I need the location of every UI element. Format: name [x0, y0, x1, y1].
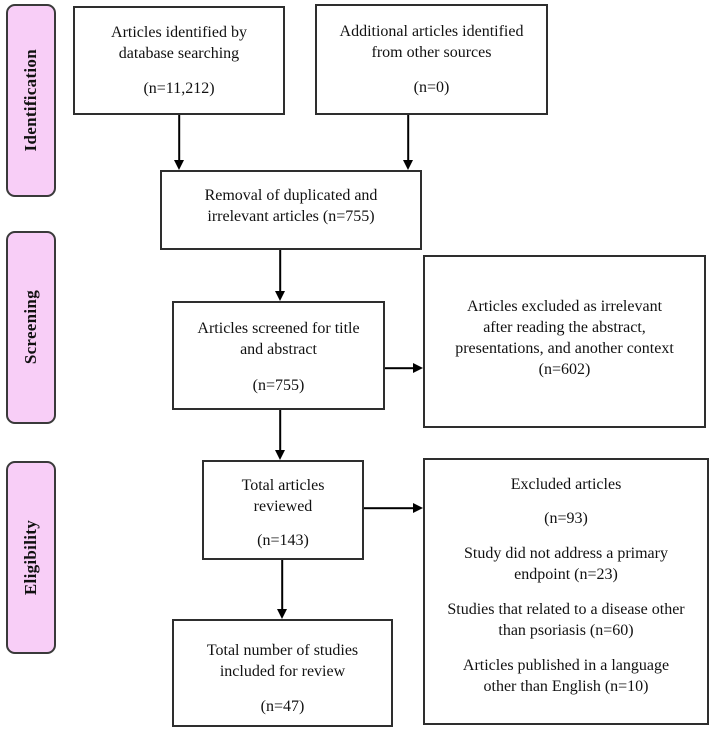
stage-screening-label: Screening: [21, 290, 40, 365]
arrow-additional-to-removal: [402, 115, 414, 170]
right-arrowhead-icon: [413, 363, 423, 373]
arrow-identified-to-removal: [173, 115, 185, 170]
box-additional-articles-text: Additional articles identified from othe…: [339, 23, 524, 61]
down-arrowhead-icon: [403, 160, 413, 170]
box-included-studies-count: (n=47): [260, 698, 305, 715]
box-excluded-irrelevant-text: Articles excluded as irrelevant after re…: [455, 298, 674, 357]
arrow-removal-to-screened: [274, 250, 286, 301]
box-excluded-articles-reason-language: Articles published in a language other t…: [462, 657, 670, 695]
arrow-shaft: [385, 367, 415, 369]
box-excluded-articles-reason-endpoint: Study did not address a primary endpoint…: [464, 545, 668, 583]
box-removal-duplicates-text: Removal of duplicated and irrelevant art…: [204, 187, 378, 225]
arrow-shaft: [407, 115, 409, 162]
box-included-studies: Total number of studies included for rev…: [172, 619, 393, 727]
box-screened-title-abstract: Articles screened for title and abstract…: [172, 301, 385, 410]
box-excluded-articles-title: Excluded articles: [510, 476, 622, 493]
arrow-shaft: [178, 115, 180, 162]
box-additional-articles: Additional articles identified from othe…: [315, 4, 548, 115]
stage-identification-label: Identification: [21, 49, 40, 152]
down-arrowhead-icon: [277, 609, 287, 619]
arrow-screened-to-reviewed: [274, 410, 286, 460]
box-excluded-irrelevant-count: (n=602): [538, 361, 591, 378]
arrow-shaft: [364, 507, 415, 509]
box-total-reviewed: Total articles reviewed (n=143): [202, 460, 364, 560]
box-articles-identified: Articles identified by database searchin…: [73, 6, 285, 115]
box-articles-identified-count: (n=11,212): [143, 80, 215, 97]
stage-identification: Identification: [6, 4, 56, 197]
arrow-shaft: [279, 410, 281, 452]
box-screened-title-abstract-text: Articles screened for title and abstract: [197, 320, 360, 358]
right-arrowhead-icon: [413, 503, 423, 513]
box-total-reviewed-text: Total articles reviewed: [241, 477, 325, 515]
down-arrowhead-icon: [275, 291, 285, 301]
stage-eligibility-label: Eligibility: [21, 519, 40, 596]
arrow-shaft: [281, 560, 283, 611]
down-arrowhead-icon: [174, 160, 184, 170]
box-excluded-articles-count: (n=93): [544, 510, 588, 527]
stage-eligibility: Eligibility: [6, 461, 56, 654]
box-additional-articles-count: (n=0): [413, 79, 450, 96]
arrow-reviewed-to-excluded: [364, 502, 423, 514]
box-excluded-articles-reason-disease: Studies that related to a disease other …: [447, 601, 685, 639]
box-articles-identified-text: Articles identified by database searchin…: [111, 24, 247, 62]
box-screened-title-abstract-count: (n=755): [252, 377, 305, 394]
box-excluded-articles: Excluded articles (n=93) Study did not a…: [423, 458, 709, 725]
box-removal-duplicates: Removal of duplicated and irrelevant art…: [160, 170, 422, 250]
box-included-studies-text: Total number of studies included for rev…: [206, 642, 359, 680]
arrow-reviewed-to-included: [276, 560, 288, 619]
box-excluded-irrelevant: Articles excluded as irrelevant after re…: [423, 255, 706, 428]
box-total-reviewed-count: (n=143): [257, 532, 309, 549]
arrow-screened-to-excluded: [385, 362, 423, 374]
arrow-shaft: [279, 250, 281, 293]
stage-screening: Screening: [6, 231, 56, 424]
down-arrowhead-icon: [275, 450, 285, 460]
